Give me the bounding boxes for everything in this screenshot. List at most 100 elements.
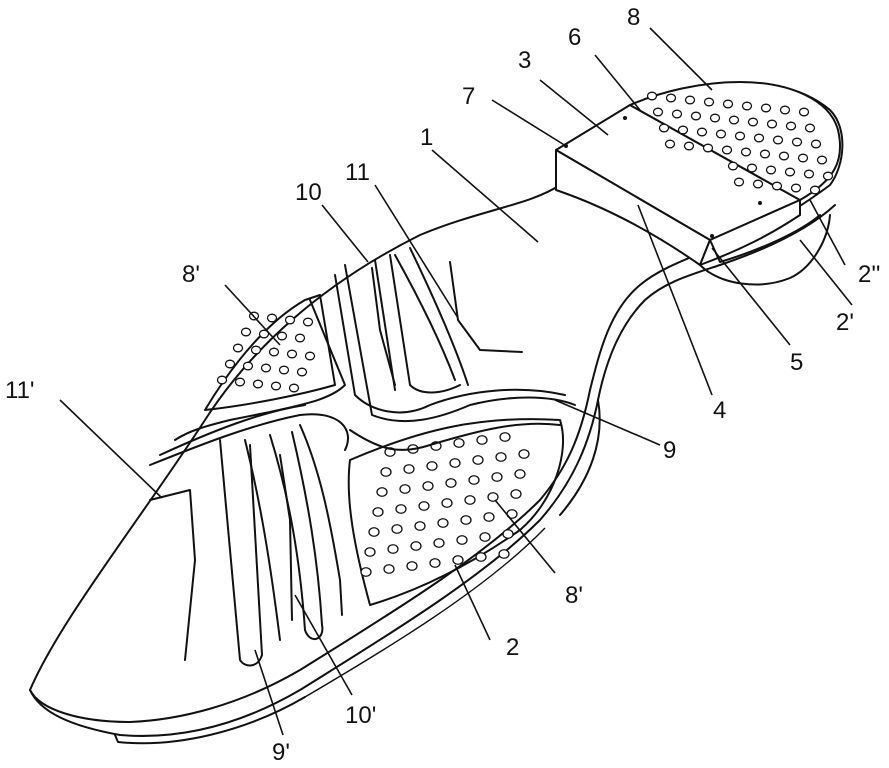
perforation-hole xyxy=(475,552,487,562)
perforation-hole xyxy=(652,107,664,117)
heel-block xyxy=(555,104,831,286)
perforation-hole xyxy=(360,567,372,577)
ref-label-11-prime: 11' xyxy=(5,377,35,404)
nail-dot xyxy=(758,201,762,205)
perforation-hole xyxy=(391,524,403,534)
perforation-hole xyxy=(418,501,430,511)
perforation-hole xyxy=(784,167,796,177)
perforation-hole xyxy=(288,383,300,393)
perforation-hole xyxy=(372,507,384,517)
perforation-hole xyxy=(453,438,465,448)
perforation-hole xyxy=(665,93,677,103)
perforation-hole xyxy=(765,165,777,175)
nail-dot xyxy=(623,116,627,120)
perforation-hole xyxy=(260,363,272,373)
perforation-hole xyxy=(785,121,797,131)
perforation-hole xyxy=(216,375,228,385)
reference-labels: 1 2 2' 2'' 3 4 5 6 7 8 8' 8' 9 9' 10 10'… xyxy=(5,4,881,766)
sole-tread-pattern xyxy=(149,247,576,667)
ref-label-4: 4 xyxy=(713,397,726,424)
perforation-hole xyxy=(728,115,740,125)
perforation-hole xyxy=(721,145,733,155)
perforation-hole xyxy=(747,117,759,127)
perforation-hole xyxy=(740,147,752,157)
perforation-hole xyxy=(804,123,816,133)
perforation-hole xyxy=(491,472,503,482)
perforation-hole xyxy=(498,549,510,559)
perforation-hole xyxy=(464,495,476,505)
perforation-hole xyxy=(380,467,392,477)
heel-top-lift xyxy=(629,81,842,201)
perforation-hole xyxy=(810,139,822,149)
ref-label-1: 1 xyxy=(420,124,433,151)
ref-label-3: 3 xyxy=(518,47,531,74)
perforation-hole xyxy=(399,484,411,494)
perforation-hole xyxy=(479,532,491,542)
perforation-hole xyxy=(822,171,834,181)
slit-11 xyxy=(449,261,523,353)
perforation-hole xyxy=(771,181,783,191)
ref-label-8-prime-right: 8' xyxy=(565,582,583,609)
ref-label-10-prime: 10' xyxy=(345,702,376,729)
perforation-hole xyxy=(690,111,702,121)
perforation-hole xyxy=(383,564,395,574)
perforation-hole xyxy=(268,347,280,357)
perforation-hole xyxy=(514,469,526,479)
perforation-hole xyxy=(284,315,296,325)
perforation-hole xyxy=(429,558,441,568)
nail-dot xyxy=(710,234,714,238)
perforation-hole xyxy=(240,327,252,337)
ref-label-10: 10 xyxy=(295,179,322,206)
perforation-hole xyxy=(734,131,746,141)
perforation-hole xyxy=(709,113,721,123)
perforation-hole xyxy=(677,125,689,135)
groove-9 xyxy=(334,274,566,414)
perforation-hole xyxy=(460,515,472,525)
groove-9-prime xyxy=(149,413,349,466)
perforation-hole xyxy=(395,504,407,514)
leader-lines xyxy=(59,27,853,736)
perforation-hole xyxy=(797,153,809,163)
perforation-hole xyxy=(403,464,415,474)
perforation-hole xyxy=(664,139,676,149)
perforation-hole xyxy=(760,103,772,113)
ref-label-5: 5 xyxy=(790,349,803,376)
perforation-hole xyxy=(715,129,727,139)
perforation-hole xyxy=(270,381,282,391)
perforation-hole xyxy=(472,455,484,465)
perforation-hole xyxy=(746,163,758,173)
perforation-hole xyxy=(441,498,453,508)
perforation-hole xyxy=(232,343,244,353)
perforation-hole xyxy=(266,313,278,323)
perforation-hole xyxy=(296,367,308,377)
perforation-hole xyxy=(518,449,530,459)
perforation-hole xyxy=(276,331,288,341)
ref-label-2-prime: 2' xyxy=(836,309,854,336)
perforation-hole xyxy=(495,452,507,462)
perforation-hole xyxy=(499,432,511,442)
ref-label-7: 7 xyxy=(462,83,475,110)
ref-label-11: 11 xyxy=(345,159,370,186)
perforation-hole xyxy=(671,109,683,119)
perforation-hole xyxy=(759,149,771,159)
forefoot-pad-left xyxy=(204,294,336,411)
perforation-hole xyxy=(683,141,695,151)
perforation-hole xyxy=(684,95,696,105)
perforation-hole xyxy=(809,185,821,195)
ref-label-2-double-prime: 2'' xyxy=(858,261,881,288)
perforation-hole xyxy=(234,377,246,387)
perforation-hole xyxy=(456,535,468,545)
perforation-hole xyxy=(791,137,803,147)
ref-label-8-prime-left: 8' xyxy=(182,261,200,288)
perforation-hole xyxy=(410,541,422,551)
perforation-hole xyxy=(483,512,495,522)
perforation-hole xyxy=(250,345,262,355)
perforation-hole xyxy=(406,561,418,571)
perforation-hole xyxy=(278,365,290,375)
perforation-hole xyxy=(452,555,464,565)
perforation-hole xyxy=(376,487,388,497)
perforation-hole xyxy=(753,133,765,143)
perforation-hole xyxy=(502,529,514,539)
